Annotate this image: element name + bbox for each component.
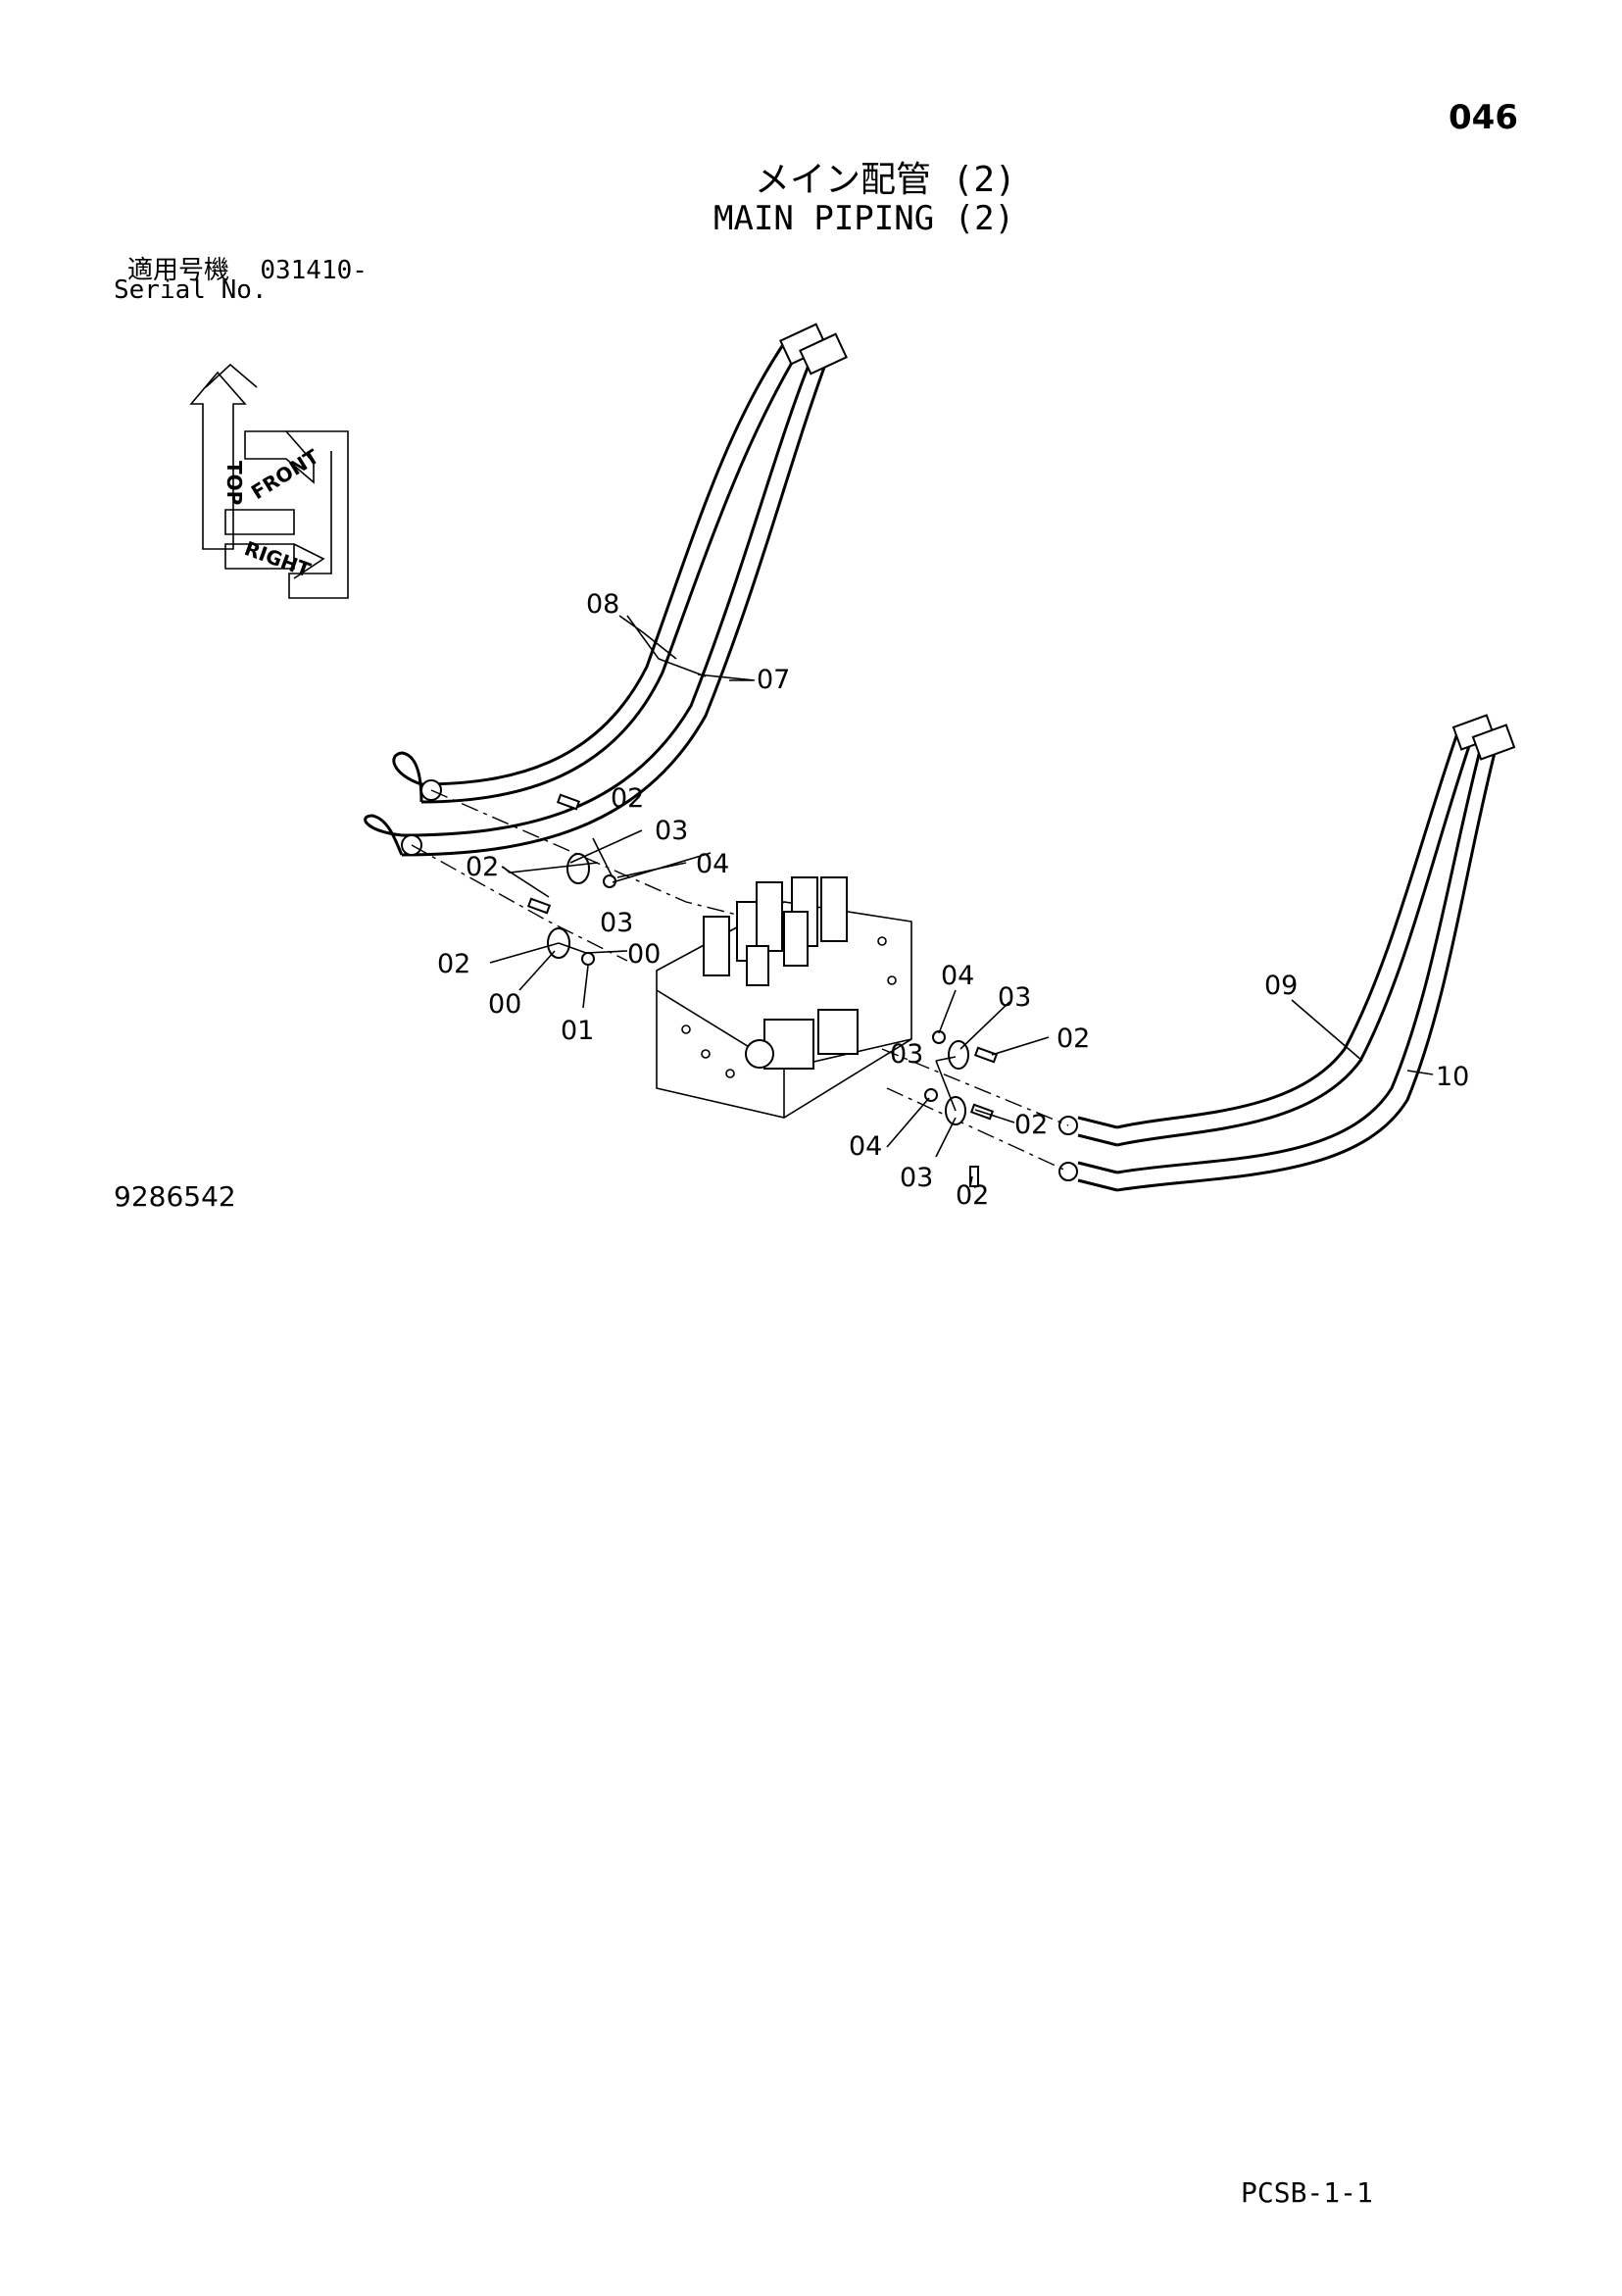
callout-02: 02 — [1057, 1023, 1090, 1054]
orientation-indicator: TOP FRONT RIGHT — [189, 363, 349, 599]
callout-03: 03 — [998, 982, 1031, 1013]
callout-02: 02 — [437, 949, 470, 979]
hose-end-fittings-right — [1058, 714, 1516, 1192]
callout-04: 04 — [696, 849, 729, 879]
serial-line: 適用号機 031410- — [127, 250, 368, 286]
callouts: 08 07 02 03 04 02 03 02 00 00 01 04 03 0… — [437, 589, 1469, 1211]
callout-00: 00 — [488, 989, 521, 1020]
left-flange-parts — [526, 793, 616, 966]
right-arrow-shape — [224, 509, 295, 570]
callout-02: 02 — [466, 852, 499, 882]
callout-04: 04 — [941, 961, 974, 991]
callout-10: 10 — [1436, 1062, 1469, 1092]
serial-value: 031410- — [260, 256, 368, 285]
drawing-number: 9286542 — [114, 1180, 236, 1213]
callout-03: 03 — [900, 1163, 933, 1193]
callout-02: 02 — [956, 1180, 989, 1211]
callout-03: 03 — [890, 1039, 923, 1070]
page-code: PCSB-1-1 — [1241, 2176, 1373, 2209]
leader-lines — [489, 615, 1434, 1187]
orientation-right-label: RIGHT — [241, 536, 314, 581]
top-arrow-shape — [189, 371, 247, 550]
hose-07 — [364, 357, 827, 857]
page-number: 046 — [1449, 98, 1518, 137]
callout-03: 03 — [655, 816, 688, 846]
callout-01: 01 — [561, 1016, 594, 1046]
callout-08: 08 — [586, 589, 619, 620]
page-title-japanese: メイン配管 (2) — [755, 160, 1016, 200]
page-title: MAIN PIPING (2) — [713, 199, 1015, 238]
callout-09: 09 — [1264, 971, 1298, 1001]
right-flange-parts — [924, 1030, 999, 1187]
callout-02: 02 — [1014, 1110, 1048, 1140]
serial-label-japanese: 適用号機 — [127, 256, 230, 285]
hose-10 — [1116, 742, 1498, 1192]
hose-end-fittings-top-left — [401, 323, 848, 856]
callout-07: 07 — [757, 665, 790, 695]
orientation-front-label: FRONT — [247, 444, 323, 504]
serial-label: Serial No. — [114, 275, 268, 305]
orientation-top-label: TOP — [222, 461, 246, 505]
hose-08 — [392, 342, 801, 804]
callout-04: 04 — [849, 1131, 882, 1162]
callout-03: 03 — [600, 908, 633, 938]
assembly-center-lines — [411, 789, 1069, 1173]
callout-00: 00 — [627, 939, 661, 970]
hose-09 — [1116, 729, 1474, 1147]
control-valve — [656, 876, 912, 1119]
callout-02: 02 — [611, 783, 644, 814]
